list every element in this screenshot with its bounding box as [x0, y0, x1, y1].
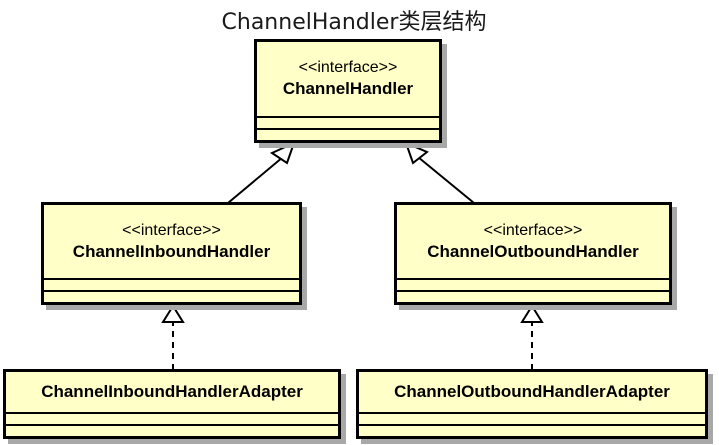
operations-compartment — [359, 424, 705, 436]
outbound-extends-handler-edge — [417, 156, 475, 204]
stereotype-label: <<interface>> — [298, 59, 398, 76]
attributes-compartment — [6, 412, 338, 424]
class-channel-outbound-handler[interactable]: <<interface>> ChannelOutboundHandler — [394, 202, 672, 305]
operations-compartment — [6, 424, 338, 436]
class-name: ChannelOutboundHandlerAdapter — [394, 382, 670, 401]
stereotype-label: <<interface>> — [122, 221, 221, 239]
class-name: ChannelInboundHandler — [72, 241, 271, 261]
inbound-adapter-implements-arrowhead — [161, 304, 185, 323]
outbound-adapter-implements-arrowhead — [520, 304, 544, 323]
outbound-extends-handler-arrowhead — [404, 141, 429, 165]
operations-compartment — [257, 128, 439, 140]
operations-compartment — [397, 290, 669, 302]
attributes-compartment — [359, 412, 705, 424]
inbound-extends-handler-arrowhead — [269, 141, 296, 165]
attributes-compartment — [257, 116, 439, 128]
attributes-compartment — [397, 278, 669, 290]
class-channel-inbound-handler-adapter[interactable]: ChannelInboundHandlerAdapter — [3, 369, 341, 439]
attributes-compartment — [44, 278, 299, 290]
class-name: ChannelInboundHandlerAdapter — [41, 382, 303, 401]
class-channel-outbound-handler-adapter[interactable]: ChannelOutboundHandlerAdapter — [356, 369, 708, 439]
class-channel-handler[interactable]: <<interface>> ChannelHandler — [254, 39, 442, 143]
operations-compartment — [44, 290, 299, 302]
stereotype-label: <<interface>> — [483, 221, 583, 239]
diagram-title: ChannelHandler类层结构 — [221, 10, 487, 35]
class-channel-inbound-handler[interactable]: <<interface>> ChannelInboundHandler — [41, 202, 302, 305]
inbound-extends-handler-edge — [227, 156, 284, 204]
class-name: ChannelHandler — [282, 79, 414, 98]
class-name: ChannelOutboundHandler — [427, 241, 639, 261]
